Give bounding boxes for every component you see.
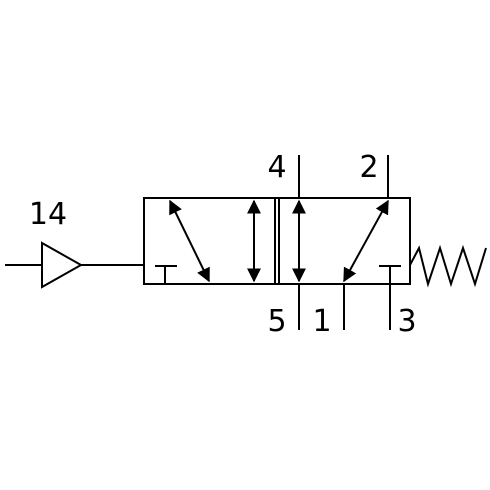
- pilot-triangle-icon: [41, 241, 84, 289]
- pilot-port-label: 14: [29, 197, 67, 232]
- port-5-label: 5: [267, 304, 286, 339]
- flow-arrow-diagonal-right: [343, 199, 389, 283]
- port-2-label: 2: [359, 150, 378, 185]
- valve-body: [143, 197, 411, 285]
- flow-arrow-diagonal-left: [169, 199, 210, 283]
- blocked-port-icon: [155, 265, 177, 284]
- port-4-label: 4: [267, 150, 286, 185]
- spring-return-icon: [409, 244, 487, 288]
- port-1-label: 1: [312, 304, 331, 339]
- blocked-port-icon: [379, 265, 401, 284]
- port-3-label: 3: [397, 304, 416, 339]
